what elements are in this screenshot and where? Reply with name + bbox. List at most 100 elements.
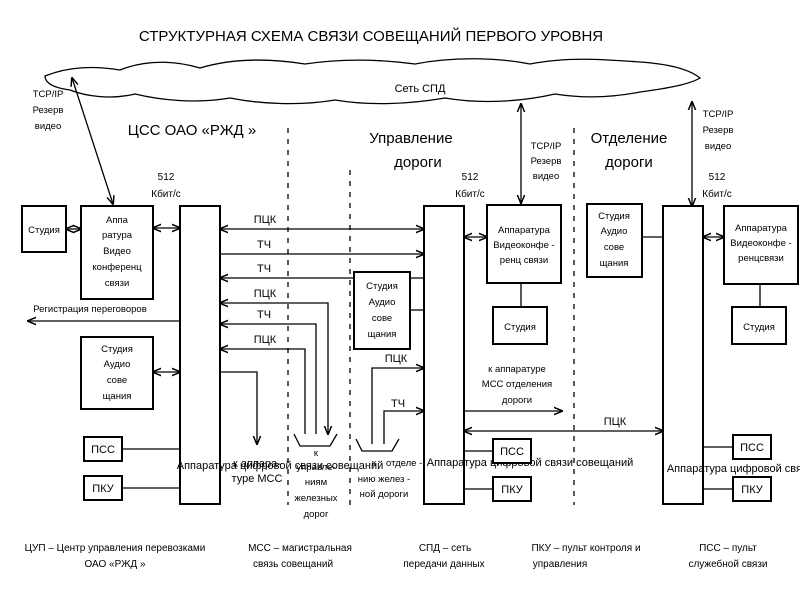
svg-text:видео: видео bbox=[35, 121, 61, 132]
link-pck-2 bbox=[220, 303, 328, 434]
audio-studio-box-left-label: Студия Аудио сове щания bbox=[101, 344, 133, 402]
svg-text:щания: щания bbox=[103, 391, 132, 402]
note-to-roads: к управле- ниям железных дорог bbox=[294, 448, 337, 520]
link-pck-2-label: ПЦК bbox=[254, 288, 277, 300]
svg-text:ПСС – пульт: ПСС – пульт bbox=[699, 543, 757, 554]
svg-text:Студия: Студия bbox=[598, 211, 630, 222]
diagram-title: СТРУКТУРНАЯ СХЕМА СВЯЗИ СОВЕЩАНИЙ ПЕРВОГ… bbox=[139, 27, 603, 45]
svg-text:ратура: ратура bbox=[102, 230, 133, 241]
svg-text:Аппаратура: Аппаратура bbox=[735, 223, 788, 234]
digital-equipment-right bbox=[662, 205, 704, 505]
audio-studio-box-left bbox=[80, 336, 154, 410]
audio-studio-box-division-label: Студия Аудио сове щания bbox=[598, 211, 630, 269]
svg-text:отделе -: отделе - bbox=[386, 458, 422, 469]
svg-text:дороги: дороги bbox=[502, 395, 532, 406]
cloud-label: Сеть СПД bbox=[395, 83, 446, 95]
link-pck-center-right-label: ПЦК bbox=[604, 416, 627, 428]
svg-text:ЦУП – Центр управления перевоз: ЦУП – Центр управления перевозками bbox=[25, 543, 206, 554]
svg-text:железных: железных bbox=[294, 493, 337, 504]
svg-text:сове: сове bbox=[372, 313, 392, 324]
studio-box-left bbox=[21, 205, 67, 253]
speed-label-right: 512 Кбит/с bbox=[702, 172, 732, 200]
svg-text:ренцсвязи: ренцсвязи bbox=[738, 253, 784, 264]
link-tch-1-label: ТЧ bbox=[257, 239, 271, 251]
link-pck-1-label: ПЦК bbox=[254, 214, 277, 226]
svg-text:Студия: Студия bbox=[366, 281, 398, 292]
svg-text:к аппаратуре: к аппаратуре bbox=[488, 364, 546, 375]
svg-text:Аудио: Аудио bbox=[601, 226, 628, 237]
spd-cloud bbox=[44, 58, 702, 105]
link-pck-road-label: ПЦК bbox=[385, 353, 408, 365]
svg-text:ренц связи: ренц связи bbox=[500, 255, 548, 266]
speed-label-center: 512 Кбит/с bbox=[455, 172, 485, 200]
svg-text:видео: видео bbox=[705, 141, 731, 152]
svg-text:к аппара-: к аппара- bbox=[233, 458, 281, 470]
speed-label-left: 512 Кбит/с bbox=[151, 172, 181, 200]
svg-text:нию желез -: нию желез - bbox=[358, 474, 410, 485]
svg-text:Кбит/с: Кбит/с bbox=[151, 188, 181, 200]
audio-studio-box-division bbox=[586, 203, 643, 278]
svg-text:TCP/IP: TCP/IP bbox=[33, 89, 64, 100]
svg-text:связи: связи bbox=[105, 278, 130, 289]
section-division-line2: дороги bbox=[605, 154, 653, 171]
svg-text:ПКУ – пульт контроля и: ПКУ – пульт контроля и bbox=[531, 543, 640, 554]
svg-text:управле-: управле- bbox=[296, 462, 335, 473]
link-pck-3-label: ПЦК bbox=[254, 334, 277, 346]
svg-text:МСС – магистральная: МСС – магистральная bbox=[248, 543, 352, 554]
svg-text:МСС отделения: МСС отделения bbox=[482, 379, 552, 390]
link-cloud-left bbox=[72, 78, 113, 204]
studio-box-road bbox=[492, 306, 548, 345]
link-tch-road-label: ТЧ bbox=[391, 398, 405, 410]
pss-box-road bbox=[492, 438, 532, 464]
link-pck-road bbox=[371, 368, 424, 444]
video-conf-box-left bbox=[80, 205, 154, 300]
svg-text:управления: управления bbox=[533, 559, 588, 570]
link-pck-3 bbox=[220, 349, 306, 434]
svg-text:Резерв: Резерв bbox=[33, 105, 64, 116]
link-tch-3 bbox=[220, 324, 317, 434]
digital-equipment-left-label: Аппаратура цифровой связи совещаний bbox=[177, 460, 384, 472]
svg-text:ниям: ниям bbox=[305, 477, 327, 488]
section-division-line1: Отделение bbox=[591, 130, 668, 147]
protocol-label-left: TCP/IP Резерв видео bbox=[33, 89, 64, 132]
pss-box-left-label: ПСС bbox=[91, 444, 115, 456]
legend-mss: МСС – магистральная связь совещаний bbox=[248, 543, 352, 570]
legend-pss: ПСС – пульт служебной связи bbox=[688, 543, 767, 570]
legend-spd: СПД – сеть передачи данных bbox=[403, 543, 484, 570]
protocol-label-right: TCP/IP Резерв видео bbox=[703, 109, 734, 152]
svg-text:TCP/IP: TCP/IP bbox=[531, 141, 562, 152]
legend-pku: ПКУ – пульт контроля и управления bbox=[531, 543, 640, 570]
svg-text:ной дороги: ной дороги bbox=[360, 489, 409, 500]
svg-text:связь совещаний: связь совещаний bbox=[253, 559, 333, 570]
link-tch-3-label: ТЧ bbox=[257, 309, 271, 321]
svg-text:передачи данных: передачи данных bbox=[403, 559, 484, 570]
fork-to-division bbox=[355, 438, 400, 452]
link-tch-2-label: ТЧ bbox=[257, 263, 271, 275]
pku-box-division-label: ПКУ bbox=[741, 484, 763, 496]
svg-text:Видеоконфе -: Видеоконфе - bbox=[493, 240, 554, 251]
svg-text:Резерв: Резерв bbox=[531, 156, 562, 167]
section-road-line2: дороги bbox=[394, 154, 442, 171]
studio-box-division bbox=[731, 306, 787, 345]
registration-label: Регистрация переговоров bbox=[33, 304, 147, 315]
note-to-mss-division: к аппаратуре МСС отделения дороги bbox=[482, 364, 552, 406]
svg-text:Кбит/с: Кбит/с bbox=[455, 188, 485, 200]
svg-text:дорог: дорог bbox=[304, 509, 329, 520]
digital-equipment-right-label: Аппаратура цифровой связи bbox=[667, 463, 800, 475]
video-conf-box-division-label: Аппаратура Видеоконфе - ренцсвязи bbox=[730, 223, 791, 264]
svg-text:щания: щания bbox=[368, 329, 397, 340]
video-conf-box-road bbox=[486, 204, 562, 284]
svg-text:СПД – сеть: СПД – сеть bbox=[419, 543, 471, 554]
svg-text:Кбит/с: Кбит/с bbox=[702, 188, 732, 200]
pss-box-road-label: ПСС bbox=[500, 446, 524, 458]
audio-studio-box-road-label: Студия Аудио сове щания bbox=[366, 281, 398, 340]
legend-cup: ЦУП – Центр управления перевозками ОАО «… bbox=[25, 543, 206, 570]
svg-text:Аудио: Аудио bbox=[369, 297, 396, 308]
studio-box-road-label: Студия bbox=[504, 322, 536, 333]
pku-box-road bbox=[492, 476, 532, 502]
video-conf-box-division bbox=[723, 205, 799, 285]
studio-box-left-label: Студия bbox=[28, 225, 60, 236]
svg-text:сове: сове bbox=[604, 242, 624, 253]
link-tch-road bbox=[383, 411, 424, 444]
